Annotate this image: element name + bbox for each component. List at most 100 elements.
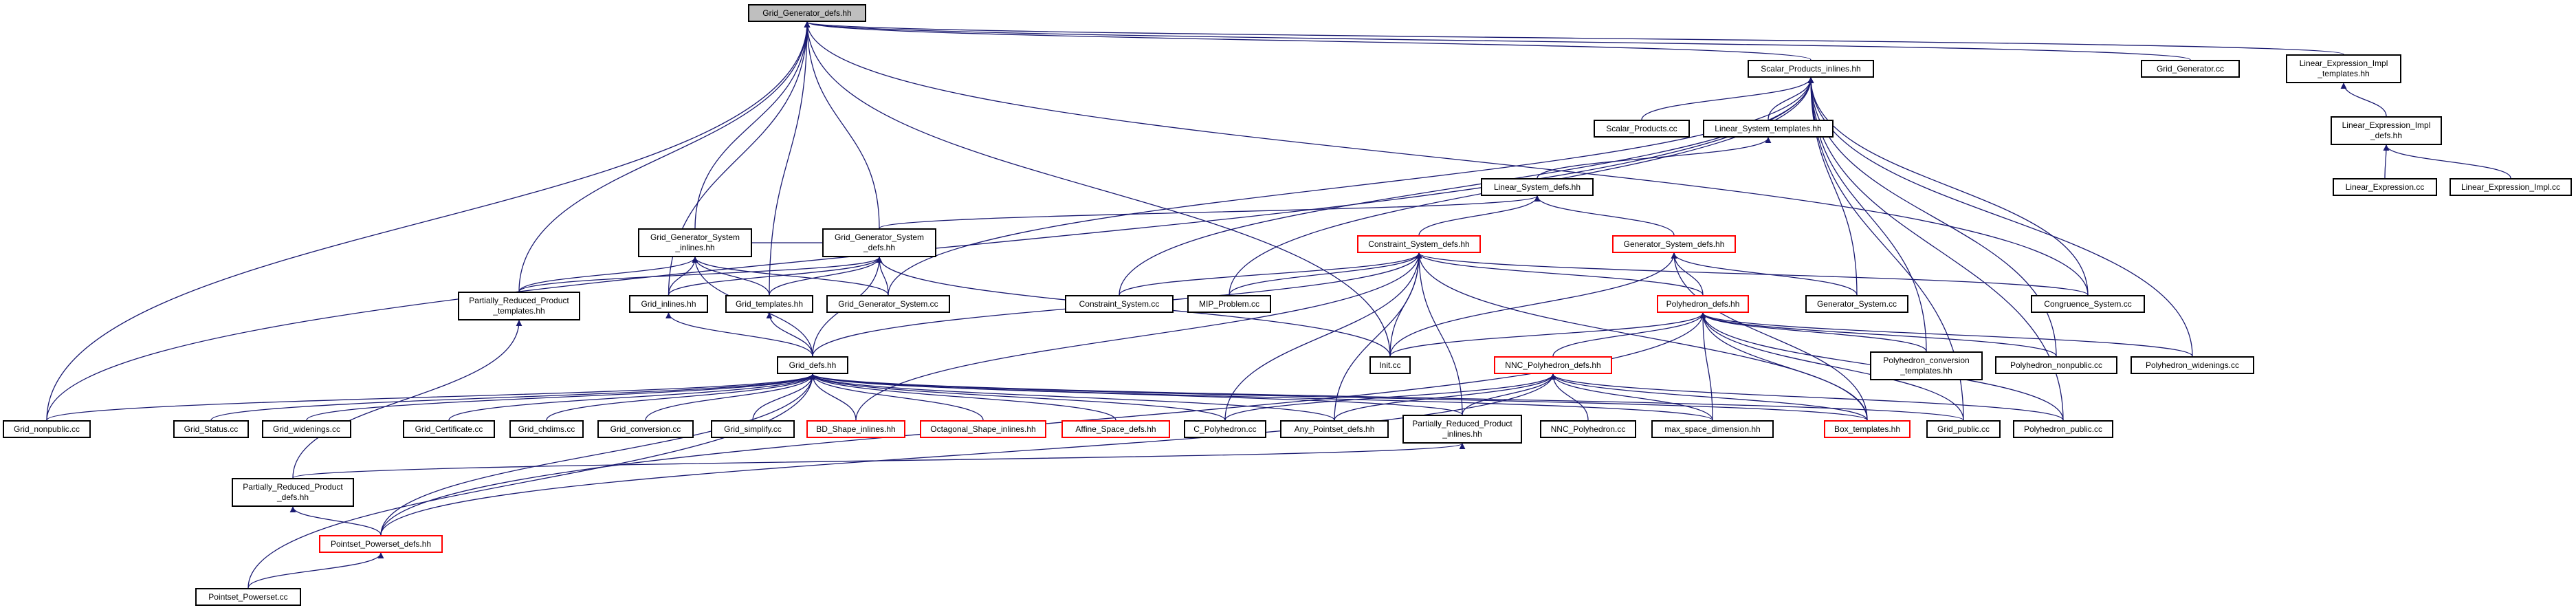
edge-c-polyhedron-cc-to-nnc-polyhedron-defs-hh: [1224, 373, 1556, 421]
node-polyhedron-nonpublic-cc[interactable]: Polyhedron_nonpublic.cc: [1995, 356, 2117, 374]
edge-polyhedron-nonpublic-cc-to-scalar-products-inlines-hh: [1807, 77, 2057, 357]
edge-polyhedron-public-cc-to-nnc-polyhedron-defs-hh: [1550, 373, 2064, 421]
edge-linear-expression-impl-cc-to-linear-expression-impl-defs-hh: [2383, 144, 2511, 179]
node-grid-conversion-cc[interactable]: Grid_conversion.cc: [597, 420, 694, 438]
node-grid-status-cc[interactable]: Grid_Status.cc: [173, 420, 249, 438]
edge-linear-expression-impl-defs-hh-to-linear-expression-impl-templates-hh: [2340, 83, 2387, 117]
edge-polyhedron-widenings-cc-to-scalar-products-inlines-hh: [1807, 77, 2193, 357]
edge-partially-reduced-product-defs-hh-to-partially-reduced-product-templates-hh: [292, 320, 522, 479]
edge-grid-widenings-cc-to-grid-defs-hh: [306, 373, 816, 421]
node-grid-public-cc[interactable]: Grid_public.cc: [1926, 420, 2001, 438]
node-grid-defs-hh[interactable]: Grid_defs.hh: [777, 356, 848, 374]
edge-bd-shape-inlines-hh-to-grid-defs-hh: [809, 373, 857, 421]
node-affine-space-defs-hh[interactable]: Affine_Space_defs.hh: [1061, 420, 1170, 438]
node-grid-simplify-cc[interactable]: Grid_simplify.cc: [711, 420, 795, 438]
node-constraint-system-defs-hh[interactable]: Constraint_System_defs.hh: [1357, 235, 1481, 253]
node-congruence-system-cc[interactable]: Congruence_System.cc: [2031, 295, 2145, 313]
edge-grid-templates-hh-to-grid-generator-defs-hh: [769, 21, 811, 296]
node-pointset-powerset-defs-hh[interactable]: Pointset_Powerset_defs.hh: [319, 535, 443, 553]
edge-congruence-system-cc-to-grid-generator-defs-hh: [804, 21, 2089, 296]
node-partially-reduced-product-inlines-hh[interactable]: Partially_Reduced_Product _inlines.hh: [1402, 415, 1522, 444]
edge-octagonal-shape-inlines-hh-to-grid-defs-hh: [809, 373, 984, 421]
node-linear-expression-impl-defs-hh[interactable]: Linear_Expression_Impl _defs.hh: [2331, 116, 2442, 145]
edge-grid-nonpublic-cc-to-grid-defs-hh: [46, 373, 816, 421]
edge-any-pointset-defs-hh-to-constraint-system-defs-hh: [1334, 252, 1422, 421]
node-grid-generator-cc[interactable]: Grid_Generator.cc: [2141, 60, 2240, 78]
node-generator-system-defs-hh[interactable]: Generator_System_defs.hh: [1612, 235, 1736, 253]
edge-grid-generator-system-inlines-hh-to-grid-generator-defs-hh: [694, 21, 811, 229]
node-polyhedron-widenings-cc[interactable]: Polyhedron_widenings.cc: [2131, 356, 2254, 374]
node-generator-system-cc[interactable]: Generator_System.cc: [1805, 295, 1908, 313]
node-grid-widenings-cc[interactable]: Grid_widenings.cc: [262, 420, 351, 438]
node-scalar-products-inlines-hh[interactable]: Scalar_Products_inlines.hh: [1748, 60, 1874, 78]
node-grid-certificate-cc[interactable]: Grid_Certificate.cc: [403, 420, 495, 438]
node-linear-expression-cc[interactable]: Linear_Expression.cc: [2333, 178, 2437, 196]
node-octagonal-shape-inlines-hh[interactable]: Octagonal_Shape_inlines.hh: [920, 420, 1046, 438]
node-mip-problem-cc[interactable]: MIP_Problem.cc: [1187, 295, 1271, 313]
node-linear-system-templates-hh[interactable]: Linear_System_templates.hh: [1703, 120, 1834, 138]
node-linear-system-defs-hh[interactable]: Linear_System_defs.hh: [1481, 178, 1594, 196]
edge-partially-reduced-product-templates-hh-to-grid-generator-system-inlines-hh: [518, 257, 698, 292]
edge-generator-system-cc-to-scalar-products-inlines-hh: [1807, 77, 1858, 296]
edge-grid-public-cc-to-grid-defs-hh: [809, 373, 1964, 421]
node-nnc-polyhedron-cc[interactable]: NNC_Polyhedron.cc: [1540, 420, 1636, 438]
edge-grid-chdims-cc-to-grid-defs-hh: [546, 373, 816, 421]
node-init-cc[interactable]: Init.cc: [1369, 356, 1411, 374]
edge-constraint-system-cc-to-scalar-products-inlines-hh: [1119, 77, 1814, 296]
node-partially-reduced-product-defs-hh[interactable]: Partially_Reduced_Product _defs.hh: [232, 478, 354, 507]
node-polyhedron-conversion-templates-hh[interactable]: Polyhedron_conversion _templates.hh: [1870, 351, 1983, 380]
edge-grid-templates-hh-to-grid-generator-system-defs-hh: [769, 257, 883, 296]
edge-bd-shape-inlines-hh-to-constraint-system-defs-hh: [855, 252, 1422, 421]
node-grid-chdims-cc[interactable]: Grid_chdims.cc: [509, 420, 584, 438]
node-grid-generator-defs-hh: Grid_Generator_defs.hh: [748, 4, 866, 22]
node-nnc-polyhedron-defs-hh[interactable]: NNC_Polyhedron_defs.hh: [1494, 356, 1612, 374]
node-grid-generator-system-cc[interactable]: Grid_Generator_System.cc: [826, 295, 950, 313]
edge-grid-status-cc-to-grid-defs-hh: [210, 373, 816, 421]
edge-max-space-dimension-hh-to-polyhedron-defs-hh: [1699, 312, 1713, 421]
node-scalar-products-cc[interactable]: Scalar_Products.cc: [1594, 120, 1690, 138]
edge-c-polyhedron-cc-to-constraint-system-defs-hh: [1224, 252, 1422, 421]
node-pointset-powerset-cc[interactable]: Pointset_Powerset.cc: [195, 588, 301, 606]
node-polyhedron-defs-hh[interactable]: Polyhedron_defs.hh: [1657, 295, 1749, 313]
node-box-templates-hh[interactable]: Box_templates.hh: [1824, 420, 1911, 438]
edge-grid-inlines-hh-to-grid-generator-system-defs-hh: [668, 257, 883, 296]
edge-grid-defs-hh-to-grid-templates-hh: [766, 312, 813, 357]
edge-partially-reduced-product-templates-hh-to-grid-generator-system-defs-hh: [518, 257, 883, 292]
node-max-space-dimension-hh[interactable]: max_space_dimension.hh: [1651, 420, 1774, 438]
edge-polyhedron-nonpublic-cc-to-polyhedron-defs-hh: [1699, 312, 2057, 357]
edge-box-templates-hh-to-generator-system-defs-hh: [1671, 252, 1868, 421]
node-partially-reduced-product-templates-hh[interactable]: Partially_Reduced_Product _templates.hh: [458, 292, 580, 320]
edge-congruence-system-cc-to-constraint-system-defs-hh: [1416, 252, 2089, 296]
edge-init-cc-to-generator-system-defs-hh: [1389, 252, 1677, 357]
node-grid-inlines-hh[interactable]: Grid_inlines.hh: [629, 295, 708, 313]
node-grid-generator-system-defs-hh[interactable]: Grid_Generator_System _defs.hh: [822, 228, 936, 257]
edge-partially-reduced-product-defs-hh-to-partially-reduced-product-inlines-hh: [292, 443, 1465, 479]
edge-max-space-dimension-hh-to-nnc-polyhedron-defs-hh: [1550, 373, 1713, 421]
node-linear-expression-impl-templates-hh[interactable]: Linear_Expression_Impl _templates.hh: [2286, 54, 2401, 83]
edge-linear-system-defs-hh-to-linear-system-templates-hh: [1537, 137, 1772, 179]
node-constraint-system-cc[interactable]: Constraint_System.cc: [1065, 295, 1174, 313]
node-polyhedron-public-cc[interactable]: Polyhedron_public.cc: [2013, 420, 2113, 438]
node-bd-shape-inlines-hh[interactable]: BD_Shape_inlines.hh: [806, 420, 905, 438]
edge-c-polyhedron-cc-to-grid-defs-hh: [809, 373, 1226, 421]
node-grid-nonpublic-cc[interactable]: Grid_nonpublic.cc: [3, 420, 91, 438]
edge-grid-defs-hh-to-grid-inlines-hh: [665, 312, 813, 357]
node-any-pointset-defs-hh[interactable]: Any_Pointset_defs.hh: [1280, 420, 1389, 438]
edge-grid-generator-system-defs-hh-to-linear-system-defs-hh: [879, 195, 1541, 229]
edge-grid-generator-system-cc-to-scalar-products-inlines-hh: [888, 77, 1814, 296]
edge-grid-generator-system-cc-to-grid-generator-system-defs-hh: [876, 257, 889, 296]
edge-polyhedron-widenings-cc-to-polyhedron-defs-hh: [1699, 312, 2193, 357]
node-c-polyhedron-cc[interactable]: C_Polyhedron.cc: [1184, 420, 1266, 438]
edge-generator-system-defs-hh-to-linear-system-defs-hh: [1534, 195, 1675, 236]
node-linear-expression-impl-cc[interactable]: Linear_Expression_Impl.cc: [2450, 178, 2572, 196]
edge-grid-generator-system-defs-hh-to-grid-generator-defs-hh: [804, 21, 880, 229]
edge-partially-reduced-product-inlines-hh-to-grid-defs-hh: [809, 373, 1463, 415]
edge-nnc-polyhedron-cc-to-nnc-polyhedron-defs-hh: [1550, 373, 1589, 421]
edge-grid-certificate-cc-to-grid-defs-hh: [448, 373, 816, 421]
edge-constraint-system-cc-to-constraint-system-defs-hh: [1119, 252, 1422, 296]
node-grid-templates-hh[interactable]: Grid_templates.hh: [725, 295, 813, 313]
node-grid-generator-system-inlines-hh[interactable]: Grid_Generator_System _inlines.hh: [638, 228, 752, 257]
edge-partially-reduced-product-inlines-hh-to-constraint-system-defs-hh: [1416, 252, 1463, 415]
edge-constraint-system-defs-hh-to-linear-system-defs-hh: [1418, 195, 1541, 236]
edge-affine-space-defs-hh-to-grid-defs-hh: [809, 373, 1116, 421]
